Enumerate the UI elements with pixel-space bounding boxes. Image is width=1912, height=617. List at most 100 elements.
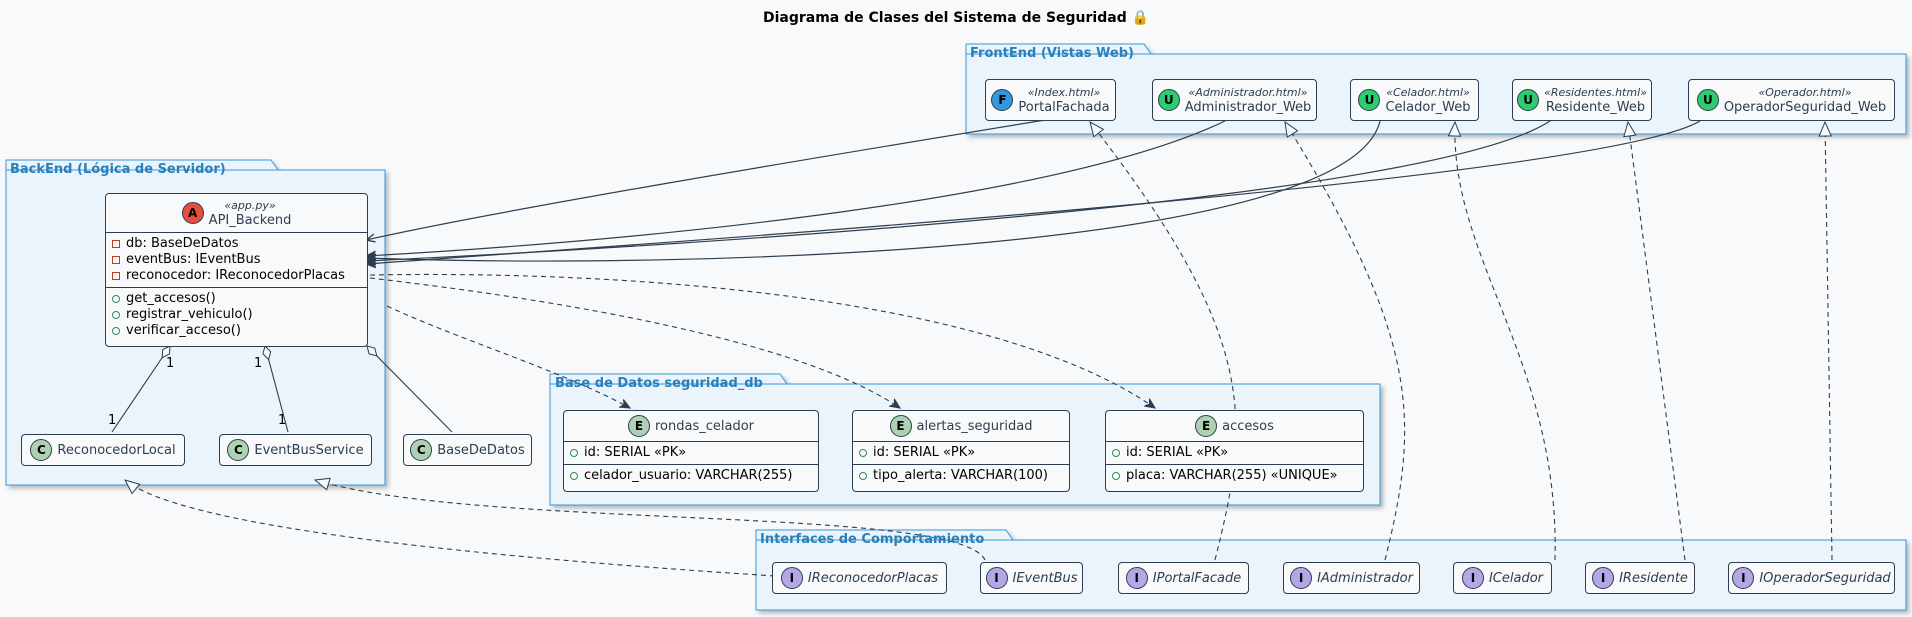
class-celador-web[interactable]: U «Celador.html»Celador_Web — [1350, 79, 1479, 121]
class-administrador-web[interactable]: U «Administrador.html»Administrador_Web — [1152, 79, 1317, 121]
class-stereotype: «Celador.html» — [1386, 86, 1470, 99]
class-name: PortalFachada — [1018, 100, 1110, 115]
field-row: placa: VARCHAR(255) «UNIQUE» — [1112, 468, 1357, 484]
attribute-row: eventBus: IEventBus — [112, 252, 361, 268]
package-database-label: Base de Datos seguridad_db — [555, 376, 763, 391]
edge-api-aggregates-eventbus — [262, 345, 289, 433]
class-stereotype: «Administrador.html» — [1188, 86, 1308, 99]
private-icon — [112, 256, 120, 264]
interface-circle-icon: I — [1290, 567, 1313, 589]
ui-circle-icon: U — [1358, 89, 1381, 111]
class-stereotype: «Residentes.html» — [1544, 86, 1647, 99]
attributes-section: db: BaseDeDatos eventBus: IEventBus reco… — [106, 232, 367, 287]
edge-residente-realizes-iresidente — [1628, 122, 1686, 561]
interface-name: IReconocedorPlacas — [807, 570, 939, 586]
attribute-row: reconocedor: IReconocedorPlacas — [112, 268, 361, 284]
class-circle-icon: C — [227, 439, 250, 461]
public-icon — [1112, 449, 1120, 457]
edge-admin-to-api — [366, 120, 1226, 256]
ui-circle-icon: U — [1696, 89, 1719, 111]
interface-name: ICelador — [1488, 570, 1544, 586]
class-name: ReconocedorLocal — [57, 442, 176, 458]
class-residente-web[interactable]: U «Residentes.html»Residente_Web — [1512, 79, 1652, 121]
field-row: id: SERIAL «PK» — [570, 445, 812, 461]
edge-api-to-rondas — [386, 305, 630, 408]
private-icon — [112, 272, 120, 280]
method-row: registrar_vehiculo() — [112, 307, 361, 323]
interface-circle-icon: I — [1125, 567, 1148, 589]
edge-eventbus-realizes-ieventbus — [315, 480, 986, 561]
edge-api-aggregates-basededatos — [366, 345, 453, 433]
ui-circle-icon: U — [1157, 89, 1180, 111]
edge-operador-realizes-ioperador — [1825, 122, 1833, 561]
class-name: Administrador_Web — [1184, 100, 1312, 115]
edge-portal-realizes-iportalfacade — [1090, 122, 1237, 561]
class-stereotype: «Operador.html» — [1758, 86, 1852, 99]
entity-circle-icon: E — [889, 415, 912, 437]
app-circle-icon: A — [181, 202, 204, 224]
method-row: get_accesos() — [112, 291, 361, 307]
class-name: Celador_Web — [1385, 100, 1471, 115]
class-operador-seguridad-web[interactable]: U «Operador.html»OperadorSeguridad_Web — [1688, 79, 1895, 121]
edge-api-to-alertas — [369, 277, 900, 408]
multiplicity-label: 1 — [254, 356, 263, 371]
class-name: EventBusService — [254, 442, 364, 458]
edge-celador-to-api — [366, 120, 1381, 261]
interface-circle-icon: I — [985, 567, 1008, 589]
multiplicity-label: 1 — [108, 413, 117, 428]
interface-name: IEventBus — [1012, 570, 1078, 586]
class-name: OperadorSeguridad_Web — [1723, 100, 1887, 115]
public-icon — [570, 449, 578, 457]
ui-circle-icon: U — [1517, 89, 1540, 111]
interface-circle-icon: I — [780, 567, 803, 589]
interface-circle-icon: I — [1461, 567, 1484, 589]
field-row: tipo_alerta: VARCHAR(100) — [859, 468, 1063, 484]
edge-residente-to-api — [366, 120, 1551, 261]
public-icon — [112, 311, 120, 319]
class-portal-fachada[interactable]: F «Index.html»PortalFachada — [985, 79, 1116, 121]
class-name: Residente_Web — [1545, 100, 1646, 115]
public-icon — [859, 449, 867, 457]
private-icon — [112, 240, 120, 248]
edge-portal-to-api — [366, 112, 1089, 240]
public-icon — [859, 472, 867, 480]
entity-name: accesos — [1222, 418, 1274, 434]
class-api-backend[interactable]: A «app.py»API_Backend db: BaseDeDatos ev… — [105, 193, 368, 347]
edge-api-aggregates-reconocedor — [111, 345, 171, 433]
interface-name: IAdministrador — [1317, 570, 1413, 586]
interface-name: IPortalFacade — [1152, 570, 1242, 586]
public-icon — [1112, 472, 1120, 480]
multiplicity-label: 1 — [278, 413, 287, 428]
interface-name: IResidente — [1619, 570, 1688, 586]
interface-name: IOperadorSeguridad — [1759, 570, 1891, 586]
public-icon — [112, 295, 120, 303]
edge-operador-to-api — [366, 120, 1701, 264]
edge-celador-realizes-icelador — [1455, 122, 1556, 561]
field-row: celador_usuario: VARCHAR(255) — [570, 468, 812, 484]
method-row: verificar_acceso() — [112, 323, 361, 339]
class-circle-icon: C — [30, 439, 53, 461]
entity-name: alertas_seguridad — [916, 418, 1033, 434]
field-row: id: SERIAL «PK» — [859, 445, 1063, 461]
interface-circle-icon: I — [1592, 567, 1615, 589]
attribute-row: db: BaseDeDatos — [112, 236, 361, 252]
package-backend-label: BackEnd (Lógica de Servidor) — [10, 162, 226, 177]
class-name: API_Backend — [208, 213, 292, 228]
methods-section: get_accesos() registrar_vehiculo() verif… — [106, 287, 367, 342]
entity-circle-icon: E — [627, 415, 650, 437]
class-circle-icon: C — [410, 439, 433, 461]
entity-circle-icon: E — [1195, 415, 1218, 437]
